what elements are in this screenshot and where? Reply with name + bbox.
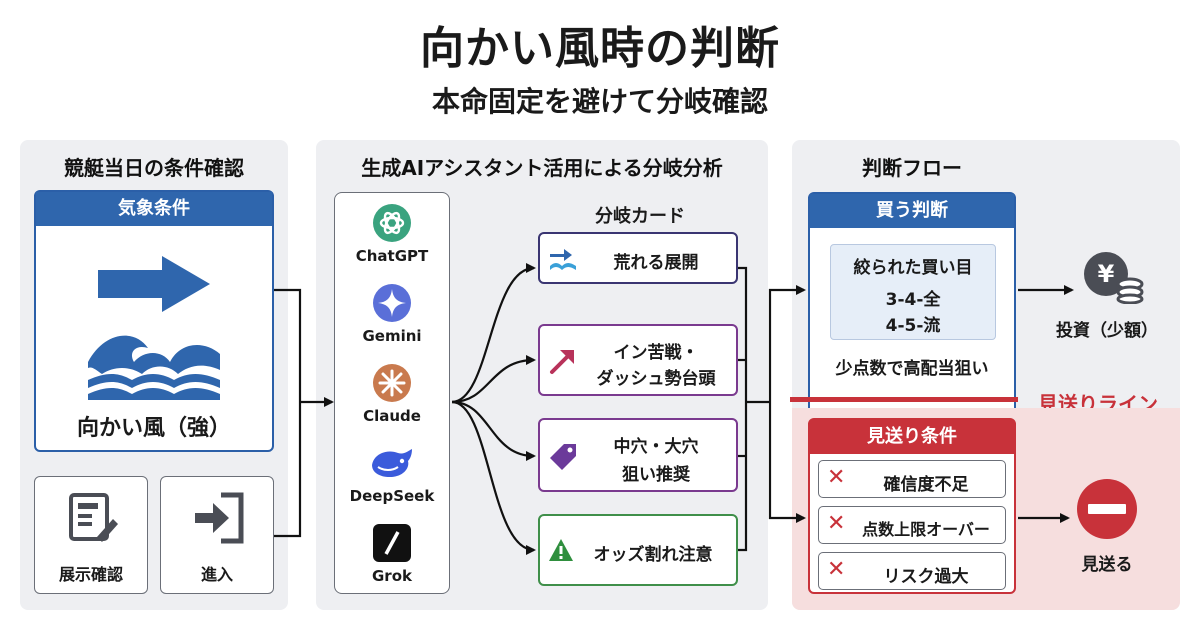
ai-tool-label: ChatGPT	[355, 247, 429, 265]
grok-icon	[373, 524, 411, 562]
connector-to-buy	[768, 285, 806, 402]
conditions-panel: 競艇当日の条件確認 気象条件 向かい風（強） 展示確認 進入	[20, 140, 288, 610]
conditions-panel-heading: 競艇当日の条件確認	[64, 156, 244, 180]
skip-condition: ✕ リスク過大	[818, 552, 1006, 590]
branch-heading: 分岐カード	[595, 206, 685, 227]
decision-panel: 判断フロー 買う判断 絞られた買い目 3-4-全 4-5-流 少点数で高配当狙い…	[790, 140, 1180, 610]
analysis-panel: 生成AIアシスタント活用による分岐分析 ChatGPT Gemini	[316, 140, 768, 610]
deepseek-icon	[372, 449, 412, 477]
cross-icon: ✕	[827, 511, 846, 536]
cross-icon: ✕	[827, 557, 846, 582]
ai-tool-label: DeepSeek	[349, 487, 435, 505]
chatgpt-icon	[373, 204, 411, 242]
branch-text: 狙い推奨	[622, 465, 690, 485]
connector-to-skip	[768, 402, 806, 523]
cross-icon: ✕	[827, 465, 846, 490]
claude-icon	[373, 364, 411, 402]
wave-icon	[88, 335, 220, 400]
threshold-line	[790, 397, 1018, 402]
buy-note: 少点数で高配当狙い	[835, 359, 989, 379]
warning-icon	[549, 539, 573, 561]
connector-branch-1	[451, 263, 536, 404]
connector-weather	[274, 288, 302, 402]
ai-tool-claude: Claude	[335, 363, 449, 425]
right-arrow-icon	[98, 256, 210, 312]
branch-text: オッズ割れ注意	[593, 545, 713, 565]
yen-coins-icon: ¥	[1084, 252, 1144, 304]
connector-cards	[274, 402, 302, 538]
decision-panel-heading: 判断フロー	[862, 156, 962, 180]
ai-tool-grok: Grok	[335, 523, 449, 585]
ai-tools-column: ChatGPT Gemini Claude	[334, 192, 450, 594]
weather-card-header: 気象条件	[36, 192, 272, 226]
connector-branch-4	[451, 400, 536, 555]
entry-label: 進入	[200, 565, 233, 584]
buy-combo: 4-5-流	[885, 316, 941, 336]
entry-card: 進入	[160, 476, 274, 594]
svg-text:¥: ¥	[1098, 260, 1115, 288]
page-subtitle: 本命固定を避けて分岐確認	[431, 85, 768, 118]
skip-condition: ✕ 点数上限オーバー	[818, 506, 1006, 544]
sign-in-icon	[195, 492, 244, 544]
ai-tool-gemini: Gemini	[335, 283, 449, 345]
branch-text: 荒れる展開	[613, 253, 699, 273]
gemini-icon	[373, 284, 411, 322]
branch-text: イン苦戦・	[613, 343, 699, 363]
weather-label: 向かい風（強）	[76, 416, 231, 441]
ai-tool-chatgpt: ChatGPT	[335, 203, 449, 265]
branch-card-in-struggle: イン苦戦・ ダッシュ勢台頭	[538, 324, 738, 396]
skip-card-header: 見送り条件	[810, 420, 1014, 454]
analysis-panel-heading: 生成AIアシスタント活用による分岐分析	[361, 156, 723, 180]
skip-condition: ✕ 確信度不足	[818, 460, 1006, 498]
buy-card-header: 買う判断	[810, 194, 1014, 228]
branch-card-longshot: 中穴・大穴 狙い推奨	[538, 418, 738, 492]
connector-merge-1	[738, 266, 748, 552]
buy-combo: 3-4-全	[885, 290, 941, 310]
invest-label: 投資（少額）	[1056, 321, 1158, 341]
connector-branch-3	[451, 400, 536, 461]
skip-label: 見送る	[1081, 555, 1133, 575]
skip-card: 見送り条件 ✕ 確信度不足 ✕ 点数上限オーバー ✕ リスク過大	[808, 418, 1016, 594]
branch-text: ダッシュ勢台頭	[596, 369, 716, 389]
rough-water-icon	[550, 249, 576, 270]
branch-text: 中穴・大穴	[613, 437, 699, 457]
tag-icon	[550, 444, 576, 470]
ai-tool-label: Gemini	[362, 327, 422, 345]
buy-card: 買う判断 絞られた買い目 3-4-全 4-5-流 少点数で高配当狙い	[808, 192, 1016, 424]
branch-card-odds-warning: オッズ割れ注意	[538, 514, 738, 586]
buy-inner-title: 絞られた買い目	[853, 258, 973, 278]
exhibition-label: 展示確認	[58, 565, 123, 584]
weather-card: 気象条件 向かい風（強）	[34, 190, 274, 452]
buy-inner-box: 絞られた買い目 3-4-全 4-5-流	[830, 244, 996, 340]
document-pen-icon	[69, 493, 118, 542]
ai-tool-label: Grok	[372, 567, 412, 585]
page-title: 向かい風時の判断	[420, 23, 780, 74]
connector-branch-2	[451, 355, 536, 404]
ai-tool-label: Claude	[363, 407, 421, 425]
exhibition-card: 展示確認	[34, 476, 148, 594]
branch-card-rough: 荒れる展開	[538, 232, 738, 284]
up-arrow-icon	[550, 350, 574, 374]
no-entry-icon	[1077, 479, 1137, 539]
ai-tool-deepseek: DeepSeek	[335, 443, 449, 505]
